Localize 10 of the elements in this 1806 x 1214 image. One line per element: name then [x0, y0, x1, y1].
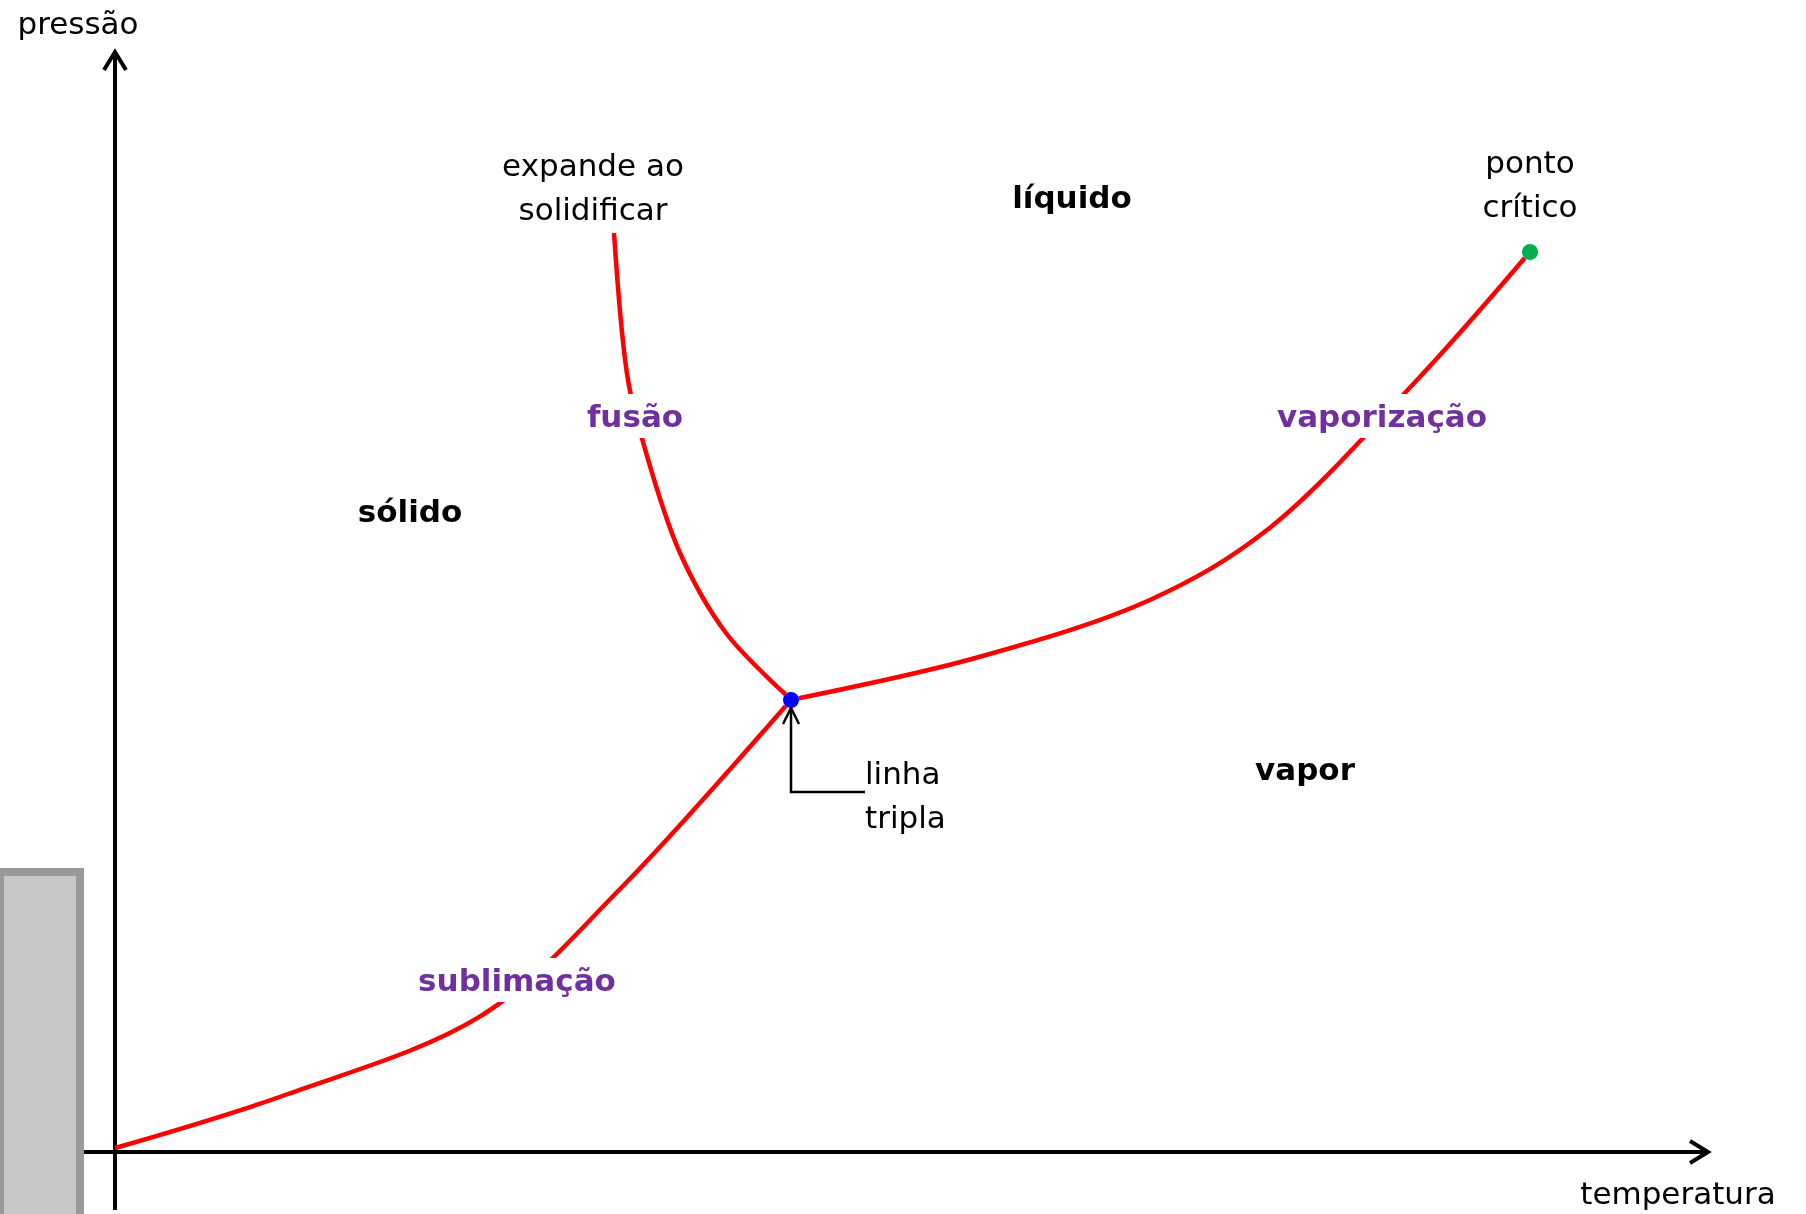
region-label: líquido: [1012, 178, 1132, 217]
annotation-text: expande ao solidificar: [483, 143, 703, 231]
point-marker: [783, 692, 799, 708]
axis-label: temperatura: [1580, 1174, 1776, 1213]
axis-label: pressão: [17, 4, 139, 43]
point-marker: [1522, 244, 1538, 260]
annotation-text: ponto crítico: [1481, 143, 1579, 226]
annotation-text: linha tripla: [865, 751, 983, 839]
region-label: vapor: [1255, 750, 1355, 789]
region-label: sólido: [357, 492, 463, 531]
